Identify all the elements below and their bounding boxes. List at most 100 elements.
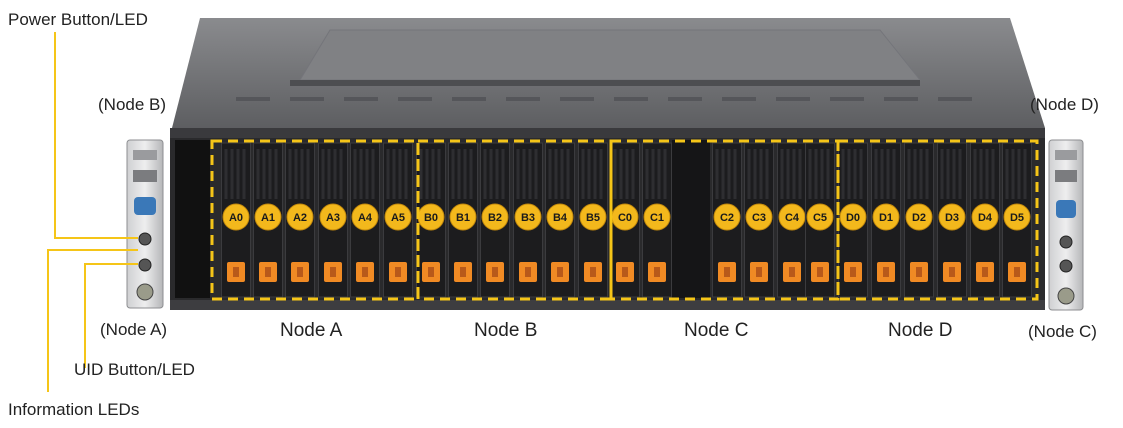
bay-label: B3 [521, 212, 535, 224]
tray-vent [262, 149, 266, 199]
drive-bay[interactable]: B5 [578, 142, 608, 298]
tray-vent [483, 149, 487, 199]
tray-vent [268, 149, 272, 199]
tray-vent [913, 149, 917, 199]
bay-label: C0 [618, 212, 632, 224]
right-bottom-node-label: (Node C) [1028, 322, 1097, 341]
tray-vent [979, 149, 983, 199]
drive-bay[interactable]: B4 [545, 142, 575, 298]
tray-vent [1023, 149, 1027, 199]
bay-label: C2 [720, 212, 734, 224]
bay-label: D2 [912, 212, 926, 224]
latch-slot [590, 267, 596, 277]
tray-vent [404, 149, 408, 199]
tray-vent [321, 149, 325, 199]
tray-vent [958, 149, 962, 199]
drive-bay[interactable]: A0 [221, 142, 251, 298]
tray-vent [631, 149, 635, 199]
uid-button-label: UID Button/LED [74, 360, 195, 379]
tray-vent [288, 149, 292, 199]
latch-slot [1014, 267, 1020, 277]
left-ear [126, 139, 164, 309]
tray-vent [581, 149, 585, 199]
drive-bay[interactable]: A5 [383, 142, 413, 298]
drive-bay[interactable]: B0 [416, 142, 446, 298]
drive-bay[interactable]: C1 [642, 142, 672, 298]
drive-bay[interactable]: C5 [805, 142, 835, 298]
tray-vent [663, 149, 667, 199]
tray-vent [236, 149, 240, 199]
tray-vent [952, 149, 956, 199]
drive-bay[interactable]: D2 [904, 142, 934, 298]
tray-vent [841, 149, 845, 199]
tray-vent [792, 149, 796, 199]
tray-vent [386, 149, 390, 199]
information-leds-label: Information LEDs [8, 400, 140, 419]
tray-vent [224, 149, 228, 199]
bay-badge [254, 203, 282, 231]
drive-bay[interactable]: B1 [448, 142, 478, 298]
drive-bay[interactable]: D3 [937, 142, 967, 298]
tray-vent [274, 149, 278, 199]
drive-bay[interactable]: C0 [610, 142, 640, 298]
tray-vent [847, 149, 851, 199]
node-d-label: Node D [888, 320, 953, 341]
tray-vent [765, 149, 769, 199]
latch-slot [883, 267, 889, 277]
drive-bay[interactable]: C2 [712, 142, 742, 298]
tray-vent [593, 149, 597, 199]
tray-vent [625, 149, 629, 199]
tray-vent [919, 149, 923, 199]
latch-slot [330, 267, 336, 277]
tray-vent [469, 149, 473, 199]
drive-bay[interactable]: B3 [513, 142, 543, 298]
tray-vent [371, 149, 375, 199]
tray-vent [721, 149, 725, 199]
tray-vent [886, 149, 890, 199]
drive-bay[interactable]: D1 [871, 142, 901, 298]
node-b-label: Node B [474, 320, 538, 341]
tray-vent [554, 149, 558, 199]
bay-label: C1 [650, 212, 664, 224]
tray-vent [645, 149, 649, 199]
bay-badge [222, 203, 250, 231]
drive-bay[interactable]: D0 [838, 142, 868, 298]
tray-vent [587, 149, 591, 199]
node-boxes [210, 139, 1039, 301]
bay-label: A3 [326, 212, 340, 224]
tray-vent [256, 149, 260, 199]
bay-badge [938, 203, 966, 231]
drive-bay[interactable]: C3 [744, 142, 774, 298]
tray-vent [1017, 149, 1021, 199]
bay-label: D1 [879, 212, 893, 224]
power-leader [54, 32, 138, 239]
tray-vent [973, 149, 977, 199]
drive-bay[interactable]: D5 [1002, 142, 1032, 298]
latch-slot [789, 267, 795, 277]
tray-vent [501, 149, 505, 199]
tray-vent [528, 149, 532, 199]
tray-vent [353, 149, 357, 199]
tray-vent [880, 149, 884, 199]
node-box [836, 139, 1039, 301]
node-a-label: Node A [280, 320, 343, 341]
tray-vent [808, 149, 812, 199]
node-box [609, 139, 840, 301]
drive-bay[interactable]: A3 [318, 142, 348, 298]
drive-bay[interactable]: B2 [480, 142, 510, 298]
tray-vent [759, 149, 763, 199]
left-top-node-label: (Node B) [98, 95, 167, 114]
front-bezel-strip [170, 128, 1045, 138]
bay-badge [839, 203, 867, 231]
tray-vent [613, 149, 617, 199]
drive-bay[interactable]: A4 [350, 142, 380, 298]
drive-bay[interactable]: A1 [253, 142, 283, 298]
drive-bay[interactable]: A2 [285, 142, 315, 298]
latch-slot [428, 267, 434, 277]
tray-vent [230, 149, 234, 199]
tray-vent [451, 149, 455, 199]
drive-bay[interactable]: C4 [777, 142, 807, 298]
drive-bay[interactable]: D4 [970, 142, 1000, 298]
tray-vent [339, 149, 343, 199]
tray-vent [786, 149, 790, 199]
